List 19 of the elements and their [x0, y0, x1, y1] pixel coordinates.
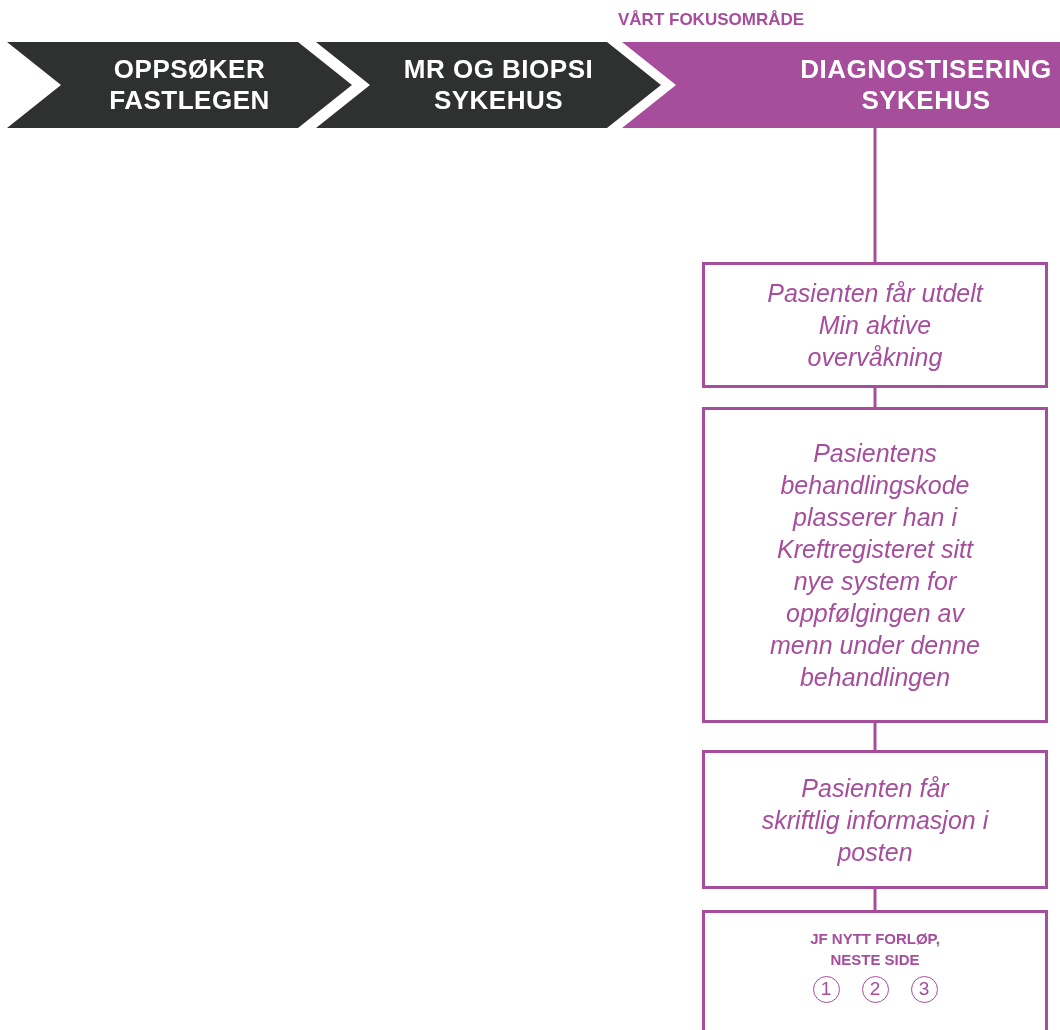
step-label: DIAGNOSTISERING SYKEHUS	[799, 54, 1053, 116]
connector-line	[873, 388, 877, 407]
chevron-step	[316, 42, 661, 128]
note-heading: JF NYTT FORLØP, NESTE SIDE	[809, 929, 941, 970]
process-box	[702, 750, 1048, 889]
process-box	[702, 262, 1048, 388]
process-box	[702, 407, 1048, 723]
box-text: Pasientens behandlingskode plasserer han i Kreftregisteret sitt nye system for oppfølgingen av menn under denne behandlingen	[769, 438, 981, 693]
focus-label: VÅRT FOKUSOMRÅDE	[618, 10, 805, 30]
note-box	[702, 910, 1048, 1030]
chevron-step	[7, 42, 352, 128]
connector-line	[873, 128, 877, 262]
step-label: MR OG BIOPSI SYKEHUS	[402, 54, 595, 116]
connector-line	[873, 889, 877, 910]
box-text: Pasienten får skriftlig informasjon i posten	[760, 772, 990, 868]
connector-line	[873, 723, 877, 750]
step-label: OPPSØKER FASTLEGEN	[108, 54, 271, 116]
box-text: Pasienten får utdelt Min aktive overvåkning	[766, 278, 985, 373]
chevron-step	[622, 42, 1060, 128]
